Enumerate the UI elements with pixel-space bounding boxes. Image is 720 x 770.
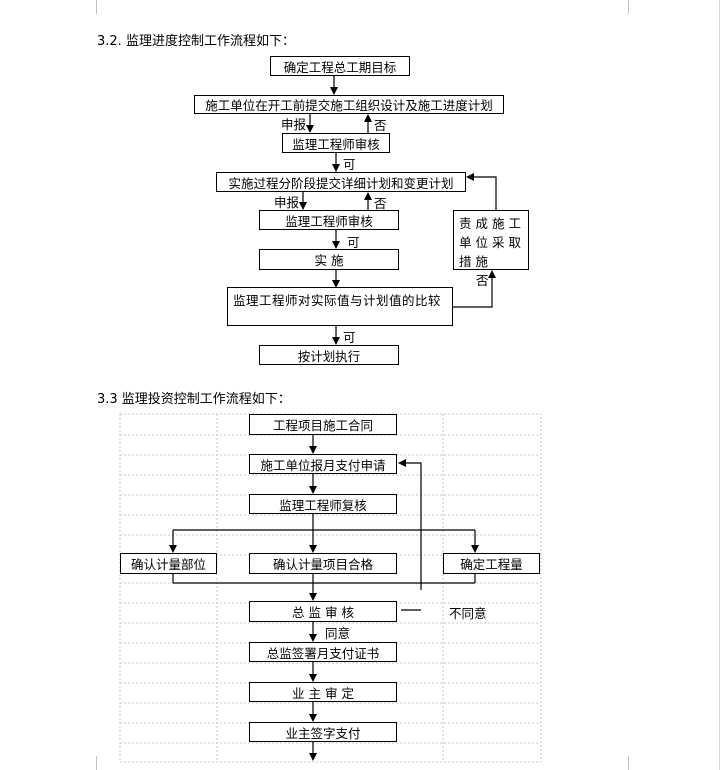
- label-no-3: 否: [476, 273, 489, 288]
- label-disagree: 不同意: [449, 606, 487, 621]
- label-report-1: 申报: [281, 117, 307, 132]
- label-ok-2: 可: [347, 235, 360, 250]
- label-no-2: 否: [374, 196, 387, 211]
- box-engineer-review-2: 监理工程师审核: [259, 210, 399, 230]
- box-engineer-review-1: 监理工程师审核: [282, 133, 390, 153]
- page-corner-top-left: [82, 0, 97, 14]
- box-total-duration-goal: 确定工程总工期目标: [270, 56, 410, 76]
- label-ok-1: 可: [343, 157, 356, 172]
- box-confirm-measured-parts: 确认计量部位: [120, 553, 217, 574]
- page-corner-bottom-left: [82, 756, 97, 770]
- label-no-1: 否: [374, 118, 387, 133]
- box-compare-actual-vs-plan: 监理工程师对实际值与计划值的比较: [227, 287, 453, 326]
- box-owner-sign-pay: 业主签字支付: [249, 722, 397, 742]
- box-monthly-payment-application: 施工单位报月支付申请: [249, 454, 397, 474]
- investment-section-heading: 3.3 监理投资控制工作流程如下：: [97, 392, 291, 407]
- box-chief-review: 总 监 审 核: [249, 601, 397, 622]
- page-corner-bottom-right: [628, 756, 643, 770]
- box-owner-review: 业 主 审 定: [249, 682, 397, 702]
- page-corner-top-right: [628, 0, 643, 14]
- progress-section-heading: 3.2. 监理进度控制工作流程如下：: [97, 34, 295, 49]
- box-engineer-recheck: 监理工程师复核: [249, 494, 397, 514]
- box-determine-quantity: 确定工程量: [443, 553, 540, 574]
- box-submit-construction-plan: 施工单位在开工前提交施工组织设计及施工进度计划: [194, 95, 504, 114]
- box-implement: 实 施: [259, 249, 399, 270]
- box-stage-detailed-plan: 实施过程分阶段提交详细计划和变更计划: [216, 172, 466, 192]
- box-confirm-measured-items: 确认计量项目合格: [249, 553, 397, 574]
- box-construction-contract: 工程项目施工合同: [249, 414, 397, 435]
- label-ok-3: 可: [343, 330, 356, 345]
- label-agree: 同意: [325, 626, 351, 641]
- box-order-contractor-measures: 责成施工单位采取措施: [453, 210, 529, 270]
- box-execute-per-plan: 按计划执行: [259, 345, 399, 365]
- label-report-2: 申报: [274, 195, 300, 210]
- box-sign-monthly-certificate: 总监签署月支付证书: [249, 642, 397, 662]
